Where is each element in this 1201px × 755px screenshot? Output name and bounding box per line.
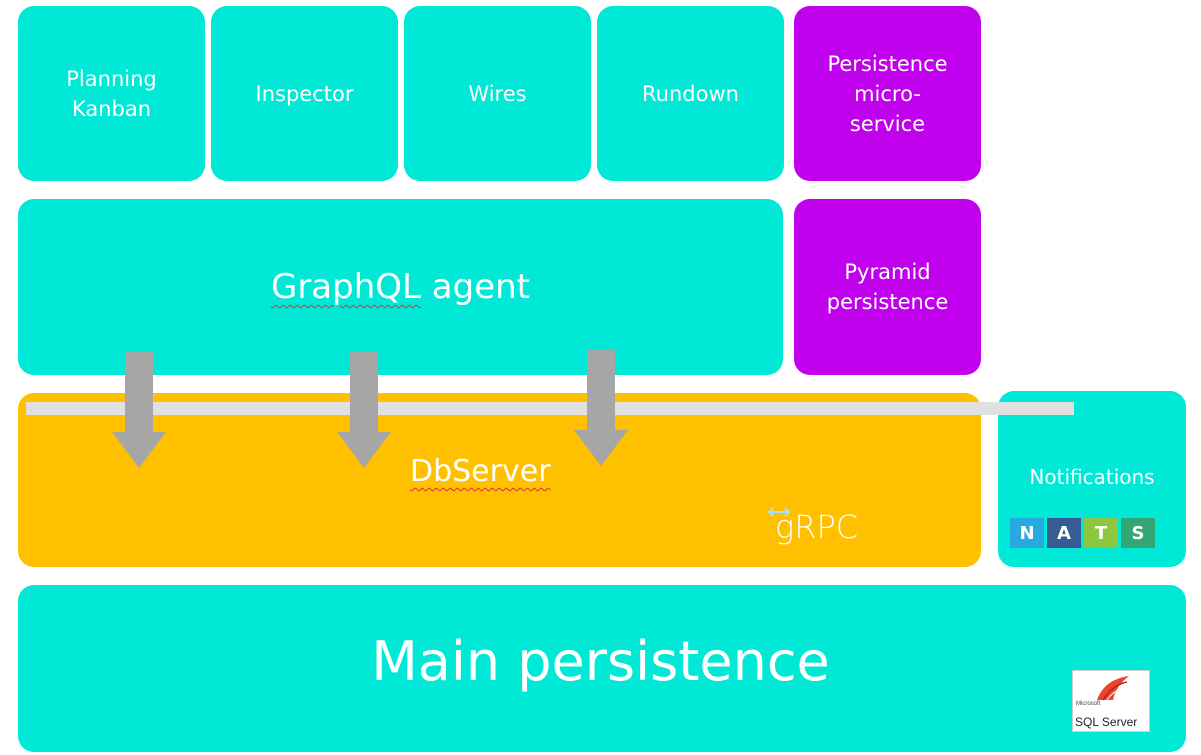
planning-kanban-label: Planning Kanban (66, 66, 157, 121)
pyramid-persistence-label: Pyramid persistence (826, 260, 949, 314)
graphql-agent-label: GraphQL agent (271, 267, 530, 307)
sql-server-small-text: Microsoft (1076, 701, 1101, 707)
down-arrow-3 (574, 350, 628, 466)
sql-server-icon (1097, 676, 1129, 701)
inspector-label: Inspector (255, 81, 354, 106)
down-arrow-2 (337, 352, 391, 468)
planning-kanban-box: Planning Kanban (18, 6, 205, 181)
main-persistence-label: Main persistence (371, 630, 830, 693)
wires-box: Wires (404, 6, 591, 181)
graphql-agent-box: GraphQL agent (18, 199, 783, 375)
sql-server-text: SQL Server (1075, 715, 1138, 729)
wires-label: Wires (468, 81, 527, 106)
agent-word: agent (420, 267, 531, 307)
nats-letter-t: T (1084, 518, 1118, 548)
down-arrow-1 (112, 352, 166, 468)
notifications-label: Notifications (1029, 465, 1155, 489)
persistence-microservice-label: Persistence micro- service (827, 51, 948, 136)
nats-letter-s: S (1121, 518, 1155, 548)
graphql-word: GraphQL (270, 267, 421, 307)
message-bus-line (26, 402, 1074, 415)
grpc-label: gRPC (775, 508, 859, 546)
nats-letter-n: N (1010, 518, 1044, 548)
dbserver-label: DbServer (410, 454, 551, 489)
rundown-box: Rundown (597, 6, 784, 181)
nats-letter-a: A (1047, 518, 1081, 548)
grpc-arrows-icon (767, 507, 791, 517)
persistence-microservice-box: Persistence micro- service (794, 6, 981, 181)
dbserver-box (18, 393, 981, 567)
pyramid-persistence-box: Pyramid persistence (794, 199, 981, 375)
sql-server-logo: Microsoft SQL Server (1072, 670, 1150, 732)
inspector-box: Inspector (211, 6, 398, 181)
nats-logo: N A T S (1010, 518, 1155, 548)
main-persistence-box (18, 585, 1186, 752)
rundown-label: Rundown (642, 81, 739, 106)
